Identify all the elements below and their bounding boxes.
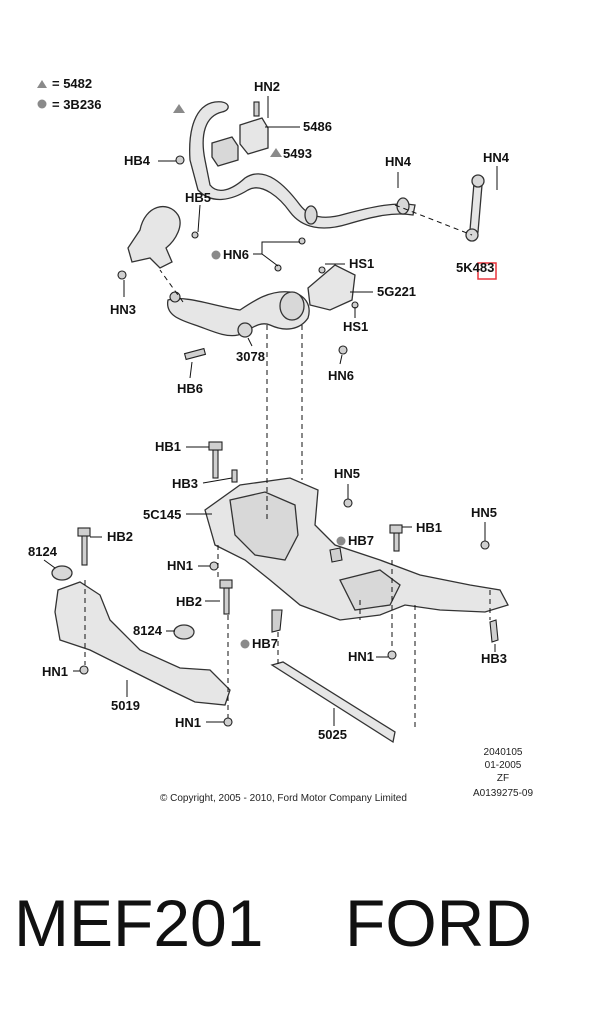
label-hb5: HB5	[185, 190, 211, 205]
label-hb2-a: HB2	[107, 529, 133, 544]
triangle-marker-icon	[37, 80, 47, 88]
mount-8124-a	[51, 565, 73, 581]
brand-name: FORD	[345, 886, 532, 960]
label-hb1-a: HB1	[155, 439, 181, 454]
bolt-hb1	[212, 449, 219, 479]
label-hb7-b: HB7	[252, 636, 278, 651]
ref-zf: ZF	[497, 773, 509, 784]
stabilizer-bar-5482	[173, 101, 416, 229]
bushing-and-bracket	[175, 101, 282, 167]
stabilizer-link-5k483	[465, 174, 497, 280]
label-3078: 3078	[236, 349, 265, 364]
label-hn4-b: HN4	[483, 150, 510, 165]
label-hs1-a: HS1	[349, 256, 374, 271]
legend-circle-label: = 3B236	[52, 97, 102, 112]
part-number: MEF201	[14, 886, 264, 960]
ref-code: 2040105	[484, 747, 523, 758]
bolt-hn2	[253, 101, 260, 117]
bracket-5g221	[274, 237, 359, 311]
highlight-box	[477, 262, 497, 280]
label-8124-a: 8124	[28, 544, 58, 559]
label-hn1-d: HN1	[175, 715, 201, 730]
alignment-lines	[84, 204, 491, 730]
label-8124-b: 8124	[133, 623, 163, 638]
brace-5025	[270, 661, 396, 744]
footer-caption: MEF201 FORD	[0, 880, 600, 990]
label-5c145: 5C145	[143, 507, 181, 522]
label-hn6-b: HN6	[328, 368, 354, 383]
label-hb1-b: HB1	[416, 520, 442, 535]
label-hb3-b: HB3	[481, 651, 507, 666]
bolt-hb4	[175, 155, 185, 165]
legend: = 5482 = 3B236	[37, 76, 102, 112]
copyright-text: © Copyright, 2005 - 2010, Ford Motor Com…	[160, 793, 407, 804]
ref-number: A0139275-09	[473, 788, 533, 799]
label-hb7-a: HB7	[348, 533, 374, 548]
label-hn1-c: HN1	[42, 664, 68, 679]
lower-control-arm-3078	[167, 291, 348, 361]
subframe-5c145	[204, 441, 509, 643]
legend-triangle-label: = 5482	[52, 76, 92, 91]
steering-knuckle	[117, 206, 199, 280]
reference-block: 2040105 01-2005 ZF A0139275-09 © Copyrig…	[160, 747, 533, 804]
label-hn1-b: HN1	[348, 649, 374, 664]
circle-marker-icon	[240, 639, 250, 649]
leader-lines	[43, 96, 498, 726]
label-hn5-a: HN5	[334, 466, 360, 481]
part-labels: HN2 5486 5493 HB4 HN4 HN4 HB5 HN6 HS1 5K…	[28, 79, 510, 742]
bar-clip	[304, 205, 318, 225]
triangle-marker-icon	[270, 148, 282, 157]
label-hn6-a: HN6	[223, 247, 249, 262]
label-5g221: 5G221	[377, 284, 416, 299]
label-5486: 5486	[303, 119, 332, 134]
label-5025: 5025	[318, 727, 347, 742]
label-hb6: HB6	[177, 381, 203, 396]
circle-marker-icon	[211, 250, 221, 260]
label-hb4: HB4	[124, 153, 151, 168]
label-5493: 5493	[283, 146, 312, 161]
label-5k483: 5K483	[456, 260, 494, 275]
label-hn5-b: HN5	[471, 505, 497, 520]
mount-8124-b	[173, 624, 195, 640]
label-hn3: HN3	[110, 302, 136, 317]
label-hn2: HN2	[254, 79, 280, 94]
ref-date: 01-2005	[485, 760, 522, 771]
label-hb3-a: HB3	[172, 476, 198, 491]
label-hn4-a: HN4	[385, 154, 412, 169]
label-hn1-a: HN1	[167, 558, 193, 573]
label-hb2-b: HB2	[176, 594, 202, 609]
label-5019: 5019	[111, 698, 140, 713]
label-hs1-b: HS1	[343, 319, 368, 334]
triangle-marker-icon	[173, 104, 185, 113]
circle-marker-icon	[37, 99, 47, 109]
circle-marker-icon	[336, 536, 346, 546]
